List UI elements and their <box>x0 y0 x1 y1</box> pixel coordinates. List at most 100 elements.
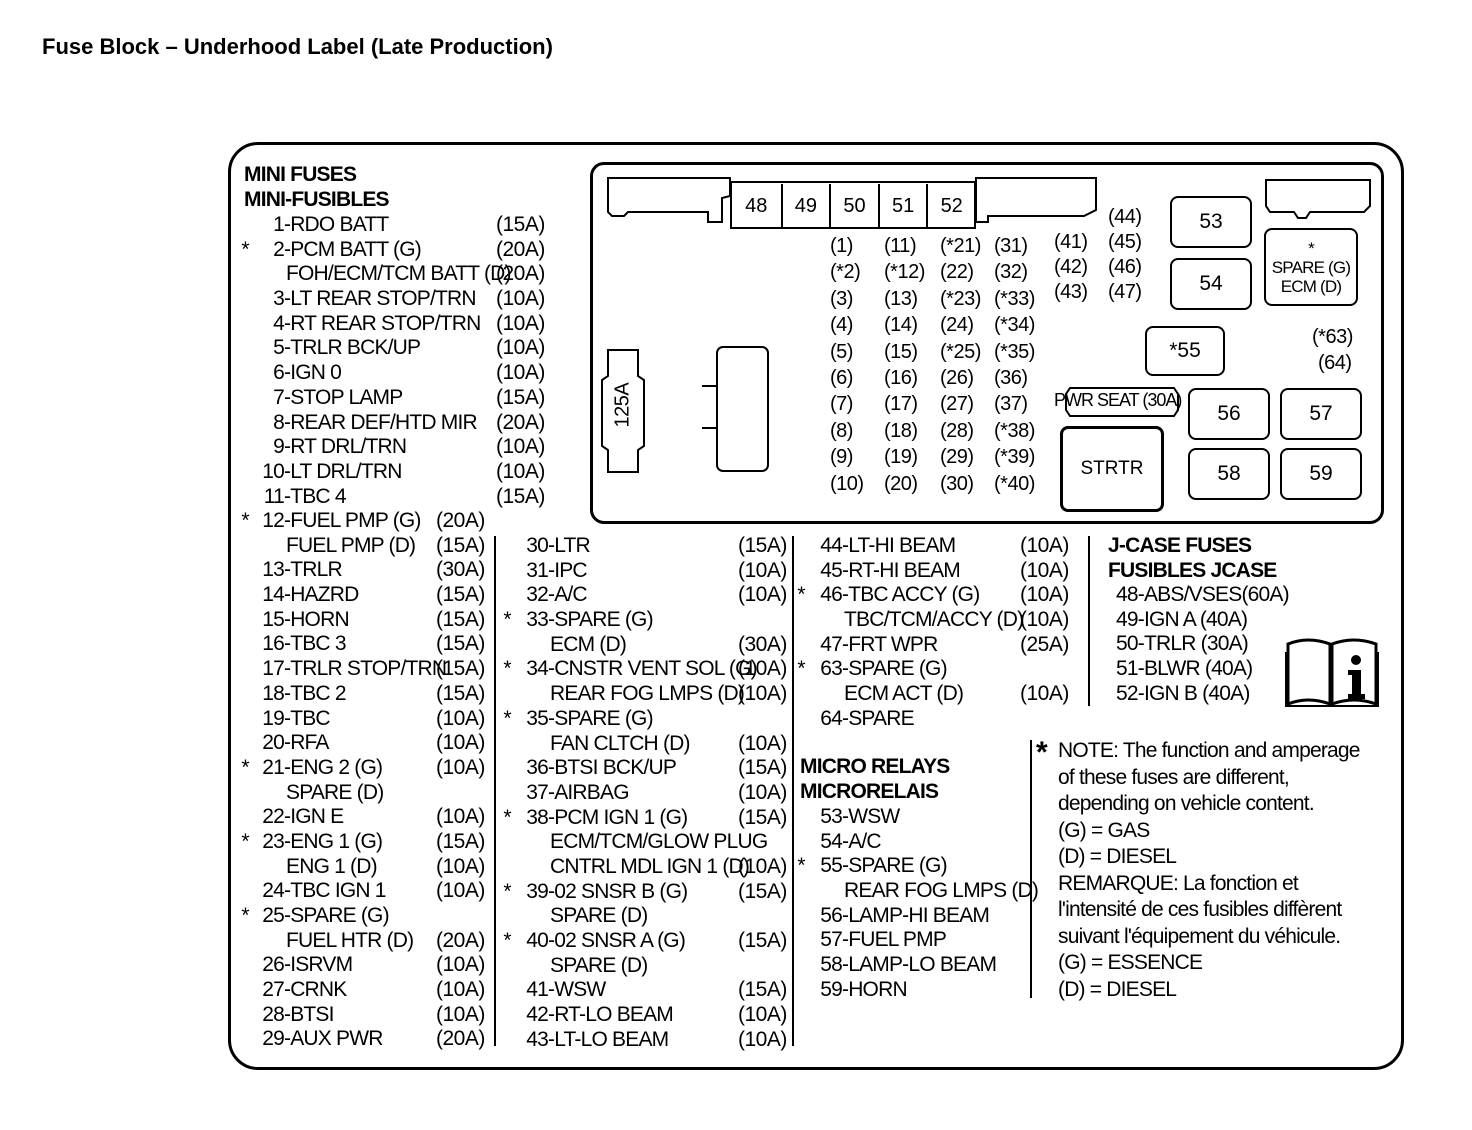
mini-slot: (36) <box>994 367 1028 389</box>
fuse-name: -BTSI BCK/UP <box>548 756 677 780</box>
note-line: suivant l'équipement du véhicule. <box>1058 924 1341 948</box>
fuse-amperage: (10A) <box>738 854 787 878</box>
fuse-row: *25-SPARE (G) <box>241 904 446 929</box>
side-slot: (43) <box>1054 281 1088 303</box>
fuse-name: -LT-LO BEAM <box>548 1027 669 1051</box>
fuse-name: CNTRL MDL IGN 1 (D) <box>550 854 750 878</box>
fuse-list-col1b: *12-FUEL PMP (G)(20A)FUEL PMP (D)(15A)13… <box>241 509 485 1052</box>
side-slot: (44) <box>1108 206 1142 228</box>
fuse-row: *39-02 SNSR B (G)(15A) <box>503 880 787 905</box>
fuse-name: -HORN <box>284 607 350 631</box>
fuse-row: 64-SPARE <box>808 707 1023 732</box>
fuse-number: 3 <box>273 287 285 311</box>
fuse-name: -TBC 4 <box>284 484 347 508</box>
fuse-row: FUEL PMP (D)(15A) <box>252 534 485 559</box>
mini-slot: (37) <box>994 393 1028 416</box>
fuse-amperage: (15A) <box>738 978 787 1002</box>
fuse-amperage: (10A) <box>1020 608 1069 632</box>
row-asterisk: * <box>241 829 249 853</box>
fuse-row: 16-TBC 3(15A) <box>252 632 485 657</box>
fuse-number: 40 <box>526 929 549 952</box>
fuse-name: ECM (D) <box>550 632 627 656</box>
fuse-number: 24 <box>262 879 285 903</box>
fuse-number: 34 <box>526 657 549 681</box>
jcase-name: -IGN B (40A) <box>1137 681 1251 705</box>
fuse-row: 41-WSW(15A) <box>514 978 787 1003</box>
fuse-row: ECM ACT (D)(10A) <box>808 682 1069 707</box>
fuse-number: 63 <box>820 657 843 681</box>
jcase-slot-52: 52 <box>926 184 975 228</box>
jcase-slot-51: 51 <box>877 184 927 228</box>
fuse-row: 9-RT DRL/TRN(10A) <box>252 435 545 460</box>
fuse-row: *23-ENG 1 (G)(15A) <box>241 830 485 855</box>
mini-slot: (17) <box>884 393 918 416</box>
fuse-number: 15 <box>262 607 285 631</box>
row-asterisk: * <box>797 657 805 681</box>
row-asterisk: * <box>503 706 511 730</box>
fuse-row: 44-LT-HI BEAM(10A) <box>808 534 1069 559</box>
fuse-name: -HAZRD <box>284 583 359 607</box>
jcase-number: 51 <box>1116 657 1139 681</box>
fuse-name: -PCM BATT (G) <box>284 237 422 261</box>
note-line: l'intensité de ces fusibles diffèrent <box>1058 898 1342 921</box>
fuse-amperage: (10A) <box>436 805 485 829</box>
fuse-amperage: (20A) <box>436 928 485 952</box>
micro-relays-header-en: MICRO RELAYS <box>800 755 950 778</box>
relay-54: 54 <box>1170 258 1252 310</box>
fuse-amperage: (10A) <box>738 583 787 607</box>
jcase-number: 50 <box>1116 632 1139 656</box>
mini-slot: (8) <box>830 419 853 442</box>
fuse-name: -TBC 2 <box>284 681 347 705</box>
fuse-amperage: (10A) <box>1020 583 1069 607</box>
fuse-amperage: (10A) <box>436 731 485 755</box>
fuse-name: -TBC <box>284 706 331 730</box>
fuse-row: SPARE (D) <box>514 954 767 979</box>
relay-53: 53 <box>1170 196 1252 248</box>
fuse-amperage: (10A) <box>436 755 485 779</box>
mini-slot: (27) <box>940 393 974 416</box>
fuse-name: -02 SNSR A (G) <box>548 929 686 952</box>
side-slot: (46) <box>1108 256 1142 278</box>
jcase-header: J-CASE FUSES FUSIBLES JCASE <box>1108 534 1277 583</box>
fuse-list-col1a: 1-RDO BATT(15A)*2-PCM BATT (G)(20A)FOH/E… <box>241 213 545 509</box>
row-asterisk: * <box>503 608 511 632</box>
fuse-amperage: (15A) <box>496 484 545 508</box>
fuse-number: 59 <box>820 977 843 1001</box>
fuse-number: 26 <box>262 953 285 977</box>
spare-ecm-box: * SPARE (G) ECM (D) <box>1264 228 1358 306</box>
fuse-number: 47 <box>820 632 843 656</box>
fuse-number: 2 <box>273 237 285 261</box>
fuse-row: *40-02 SNSR A (G)(15A) <box>503 929 787 954</box>
fuse-row: *34-CNSTR VENT SOL (G)(10A) <box>503 657 787 682</box>
row-asterisk: * <box>503 929 511 952</box>
fuse-row: 59-HORN <box>808 978 1038 1003</box>
fuse-amperage: (10A) <box>436 978 485 1002</box>
fuse-row: 4-RT REAR STOP/TRN(10A) <box>252 312 545 337</box>
fuse-amperage: (20A) <box>496 262 545 286</box>
fuse-number: 32 <box>526 583 549 607</box>
note-line: NOTE: The function and amperage <box>1058 739 1360 762</box>
fuse-name: -FUEL PMP (G) <box>284 509 421 532</box>
fuse-name: ENG 1 (D) <box>286 854 378 878</box>
fuse-name: -IGN E <box>284 805 344 829</box>
fuse-name: -SPARE (G) <box>842 657 948 681</box>
mini-slot: (3) <box>830 287 853 310</box>
jcase-slot-row <box>730 181 976 229</box>
fuse-row: *55-SPARE (G) <box>797 854 1038 879</box>
fuse-name: -SPARE (G) <box>284 904 390 927</box>
fuse-name: -WSW <box>842 805 900 828</box>
fuse-row: 17-TRLR STOP/TRN(15A) <box>252 657 485 682</box>
fuse-list-col3: 44-LT-HI BEAM(10A)45-RT-HI BEAM(10A)*46-… <box>797 534 1069 732</box>
relay-59: 59 <box>1280 448 1362 500</box>
mini-slot: (6) <box>830 367 853 389</box>
jcase-slot-50: 50 <box>829 184 878 228</box>
fuse-row: 28-BTSI(10A) <box>252 1003 485 1028</box>
fuse-row: 31-IPC(10A) <box>514 559 787 584</box>
fuse-row: 32-A/C(10A) <box>514 583 787 608</box>
mini-slot: (30) <box>940 472 974 495</box>
fuse-amperage: (10A) <box>738 731 787 755</box>
fuse-name: -RDO BATT <box>284 213 389 236</box>
fuse-number: 41 <box>526 978 549 1002</box>
fuse-row: 20-RFA(10A) <box>252 731 485 756</box>
fuse-name: -RT-HI BEAM <box>842 558 961 582</box>
